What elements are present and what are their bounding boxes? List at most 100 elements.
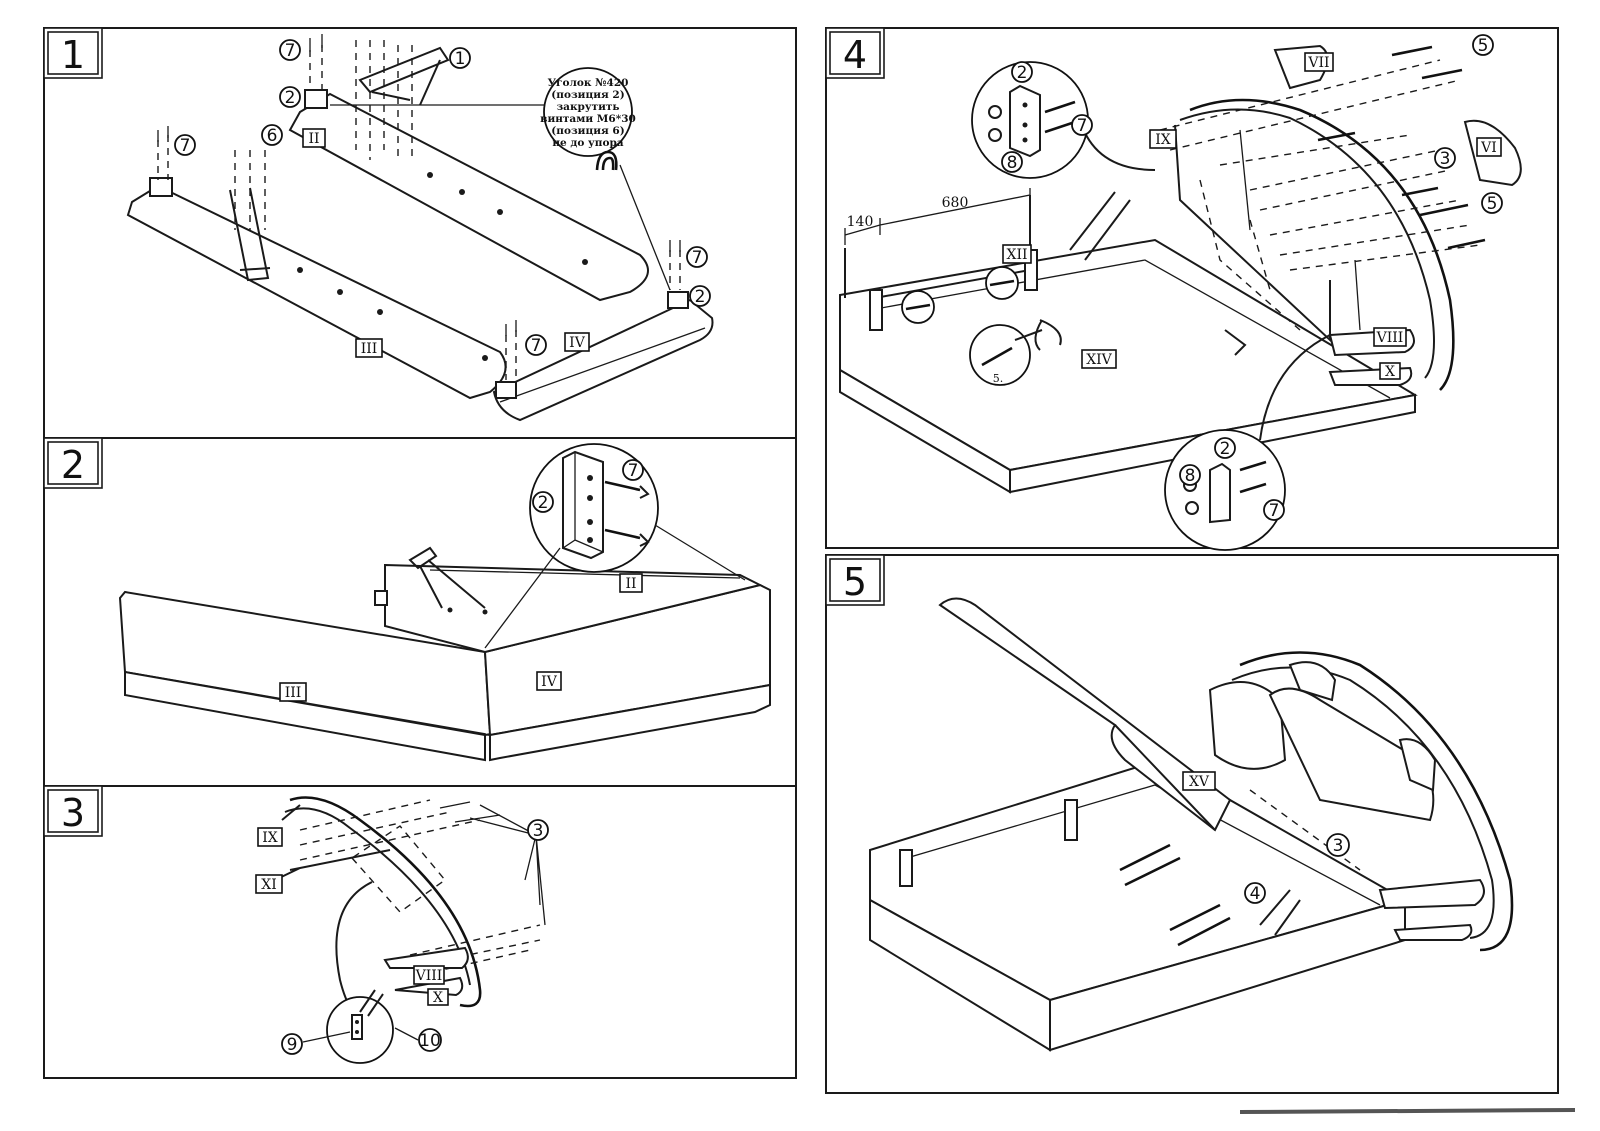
- svg-text:XI: XI: [261, 877, 277, 893]
- callout-10-a: 10: [418, 1028, 442, 1052]
- callout-5-a: 5: [1472, 34, 1494, 56]
- part-label-III-2: III: [279, 682, 307, 702]
- part-label-VIII-3: VIII: [413, 965, 445, 985]
- part-label-X-4: X: [1379, 362, 1401, 380]
- svg-text:2: 2: [1017, 63, 1028, 83]
- headboard-arc-5: [1239, 651, 1514, 952]
- part-label-XV-5: XV: [1182, 771, 1216, 791]
- part-label-IX-4: IX: [1149, 129, 1177, 149]
- svg-text:(позиция 2): (позиция 2): [551, 89, 624, 101]
- svg-text:5: 5: [1487, 194, 1498, 214]
- svg-text:5: 5: [843, 560, 867, 604]
- detail-bracket-4b: 2 8 7: [1164, 334, 1331, 551]
- board-II: [288, 92, 649, 302]
- callout-7-d: 7: [525, 334, 547, 356]
- svg-text:3: 3: [533, 821, 544, 841]
- svg-text:1: 1: [61, 33, 85, 77]
- svg-text:8: 8: [1007, 153, 1018, 173]
- panel-frame-3: [43, 785, 797, 1079]
- svg-text:7: 7: [285, 41, 296, 61]
- part-label-XI-3: XI: [255, 874, 283, 894]
- board-IV: [492, 298, 714, 422]
- svg-text:Уголок №420: Уголок №420: [548, 77, 629, 89]
- panel-frame-1: [43, 27, 797, 439]
- callout-2-b: 2: [689, 285, 711, 307]
- callout-7-f: 7: [1071, 114, 1093, 136]
- svg-text:7: 7: [1269, 501, 1280, 521]
- svg-text:2: 2: [1220, 439, 1231, 459]
- callout-7-b: 7: [174, 134, 196, 156]
- part-label-VII-4: VII: [1304, 52, 1334, 72]
- svg-text:4: 4: [843, 33, 867, 77]
- svg-text:2: 2: [61, 443, 85, 487]
- svg-text:VII: VII: [1307, 55, 1329, 71]
- svg-text:II: II: [625, 576, 636, 592]
- svg-text:9: 9: [287, 1035, 298, 1055]
- part-label-XIV-4: XIV: [1081, 349, 1117, 369]
- panel-5-drawing: 3 4 XV: [869, 597, 1514, 1052]
- detail-fastener-3: [326, 989, 394, 1064]
- svg-text:2: 2: [538, 493, 549, 513]
- svg-text:IV: IV: [541, 674, 558, 690]
- svg-text:4: 4: [1250, 884, 1261, 904]
- frame-side-II: [384, 563, 763, 654]
- svg-text:IX: IX: [262, 830, 278, 846]
- panel-3-drawing: 3 9 10 IX XI VIII X: [255, 796, 549, 1064]
- callout-2-c: 2: [532, 491, 554, 513]
- svg-text:6: 6: [267, 126, 278, 146]
- svg-text:VI: VI: [1480, 140, 1497, 156]
- svg-text:7: 7: [628, 461, 639, 481]
- svg-text:2: 2: [695, 287, 706, 307]
- part-label-II-1: II: [302, 128, 326, 148]
- callout-2-a: 2: [279, 86, 301, 108]
- headboard-arc-3: [289, 796, 482, 1008]
- step-label-5: 5: [825, 554, 885, 606]
- part-label-III-1: III: [355, 338, 383, 358]
- assembly-note: Уголок №420 (позиция 2) закрутить винтам…: [540, 67, 636, 171]
- callout-3-c: 3: [1326, 833, 1350, 857]
- svg-text:5.: 5.: [993, 372, 1004, 385]
- part-label-X-3: X: [427, 988, 449, 1006]
- svg-text:10: 10: [419, 1031, 441, 1051]
- part-label-IV-1: IV: [564, 332, 590, 352]
- step-label-2: 2: [43, 437, 103, 489]
- svg-text:7: 7: [1077, 116, 1088, 136]
- detail-screw-5: 5.: [969, 324, 1043, 386]
- callout-8-b: 8: [1179, 464, 1201, 486]
- svg-text:III: III: [285, 685, 302, 701]
- callout-3-b: 3: [1434, 147, 1456, 169]
- step-label-3: 3: [43, 785, 103, 837]
- svg-text:1: 1: [455, 49, 466, 69]
- step-label-4: 4: [825, 27, 885, 79]
- svg-text:3: 3: [61, 791, 85, 835]
- svg-text:VIII: VIII: [415, 968, 443, 984]
- svg-text:XIV: XIV: [1086, 352, 1112, 368]
- svg-text:XV: XV: [1189, 774, 1210, 790]
- detail-bracket-4a: 2 7 8: [971, 61, 1156, 179]
- callout-2-e: 2: [1214, 437, 1236, 459]
- svg-text:7: 7: [692, 248, 703, 268]
- svg-text:7: 7: [531, 336, 542, 356]
- svg-text:винтами М6*30: винтами М6*30: [540, 113, 636, 125]
- dimension-680: 680: [942, 195, 969, 211]
- svg-text:3: 3: [1440, 149, 1451, 169]
- callout-7-c: 7: [686, 246, 708, 268]
- headboard-arc-4: [1189, 98, 1455, 391]
- part-label-XII-4: XII: [1002, 244, 1032, 264]
- svg-text:III: III: [361, 341, 378, 357]
- part-label-IV-2: IV: [536, 671, 562, 691]
- svg-text:IX: IX: [1155, 132, 1171, 148]
- svg-text:5: 5: [1478, 36, 1489, 56]
- svg-text:XII: XII: [1006, 247, 1027, 263]
- callout-9-a: 9: [281, 1033, 303, 1055]
- panel-2-drawing: 7 2 II III IV: [118, 443, 771, 762]
- callout-7-a: 7: [279, 39, 301, 61]
- dimension-140: 140: [847, 214, 874, 230]
- callout-1-a: 1: [449, 47, 471, 69]
- svg-text:(позиция 6): (позиция 6): [551, 125, 624, 137]
- detail-bracket-2: 7 2: [529, 443, 659, 573]
- svg-text:VIII: VIII: [1376, 330, 1404, 346]
- callout-7-g: 7: [1263, 499, 1285, 521]
- part-label-VIII-4: VIII: [1373, 327, 1407, 347]
